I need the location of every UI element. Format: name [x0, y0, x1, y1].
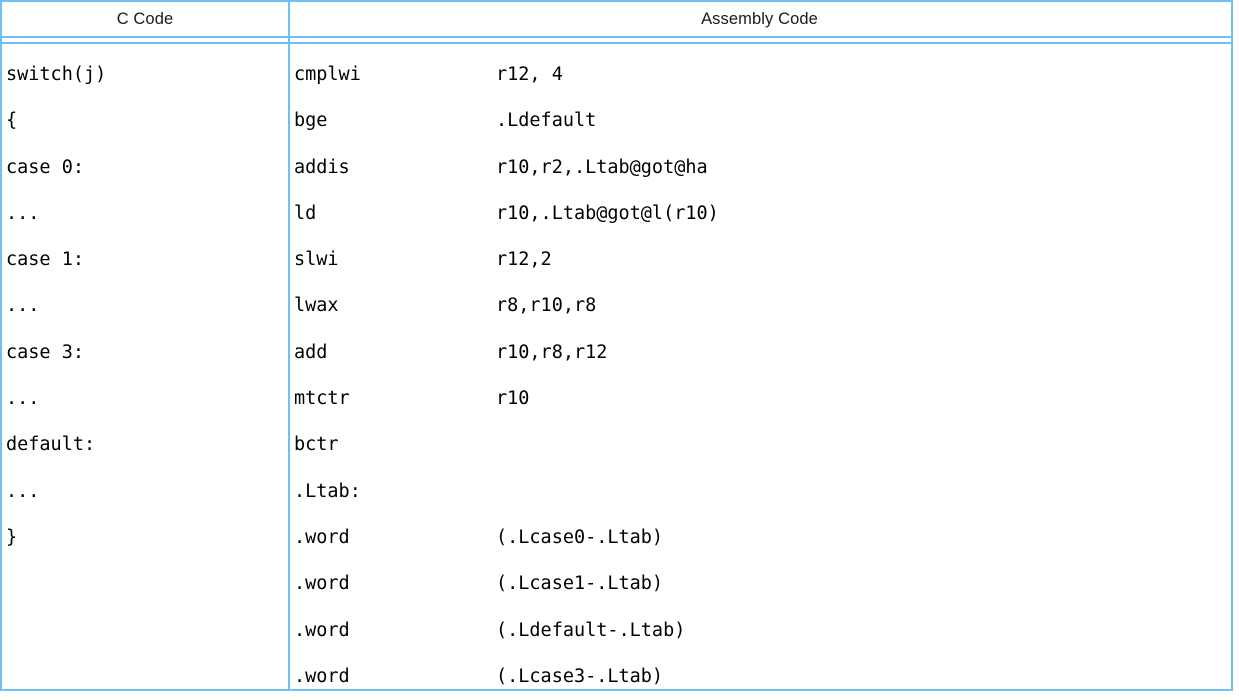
- c-code-line: switch(j): [6, 64, 107, 85]
- c-code-line: ...: [6, 202, 40, 224]
- c-code-line: case 3:: [6, 341, 84, 363]
- c-code-line: ...: [6, 295, 40, 317]
- header-rule-lower: [2, 42, 1231, 44]
- c-code-line: default:: [6, 434, 96, 456]
- assembly-line: bge .Ldefault: [294, 98, 1231, 144]
- c-code-line-empty: [6, 561, 288, 607]
- assembly-mnemonic: .word: [294, 619, 350, 641]
- assembly-line: mtctr r10: [294, 376, 1231, 422]
- column-header-c-code: C Code: [116, 9, 174, 28]
- assembly-operand: (.Lcase1-.Ltab): [496, 573, 664, 595]
- c-code-line-empty: [6, 608, 288, 654]
- assembly-line: .word (.Ldefault-.Ltab): [294, 608, 1231, 654]
- assembly-mnemonic: mtctr: [294, 388, 350, 410]
- assembly-mnemonic: lwax: [294, 295, 339, 317]
- assembly-mnemonic: bge: [294, 110, 328, 132]
- assembly-operand: [496, 422, 1231, 468]
- assembly-line: lwax r8,r10,r8: [294, 283, 1231, 329]
- assembly-operand: r8,r10,r8: [496, 295, 597, 317]
- assembly-mnemonic: cmplwi: [294, 64, 361, 85]
- assembly-operand: r12, 4: [496, 64, 563, 85]
- assembly-line: addis r10,r2,.Ltab@got@ha: [294, 145, 1231, 191]
- column-header-assembly-code: Assembly Code: [701, 9, 818, 28]
- assembly-operand: r12,2: [496, 249, 552, 271]
- c-code-line-empty: [6, 654, 288, 700]
- table-body: switch(j) { case 0: ... case 1: ... case…: [2, 44, 1231, 689]
- table-header-row: C Code Assembly Code: [2, 2, 1231, 36]
- c-code-line: {: [6, 110, 18, 132]
- column-divider: [288, 2, 290, 689]
- assembly-operand: (.Ldefault-.Ltab): [496, 619, 686, 641]
- assembly-line: .word (.Lcase0-.Ltab): [294, 515, 1231, 561]
- assembly-line: bctr: [294, 422, 1231, 468]
- assembly-operand: r10,.Ltab@got@l(r10): [496, 202, 719, 224]
- assembly-operand: r10: [496, 388, 530, 410]
- assembly-operand: r10,r8,r12: [496, 341, 608, 363]
- c-code-line: ...: [6, 388, 40, 410]
- assembly-mnemonic: bctr: [294, 434, 339, 456]
- c-code-line: case 1:: [6, 249, 84, 271]
- c-code-column: switch(j) { case 0: ... case 1: ... case…: [2, 44, 288, 689]
- header-rule-upper: [2, 36, 1231, 38]
- assembly-line: ld r10,.Ltab@got@l(r10): [294, 191, 1231, 237]
- c-code-line: case 0:: [6, 156, 84, 178]
- assembly-mnemonic: add: [294, 341, 328, 363]
- assembly-mnemonic: addis: [294, 156, 350, 178]
- c-code-line: }: [6, 526, 18, 548]
- c-code-line: ...: [6, 480, 40, 502]
- assembly-line: .Ltab:: [294, 469, 1231, 515]
- assembly-line: slwi r12,2: [294, 237, 1231, 283]
- assembly-line: cmplwi r12, 4: [294, 52, 1231, 98]
- assembly-mnemonic: .word: [294, 665, 350, 687]
- assembly-mnemonic: slwi: [294, 249, 339, 271]
- assembly-mnemonic: .word: [294, 573, 350, 595]
- assembly-operand: r10,r2,.Ltab@got@ha: [496, 156, 708, 178]
- assembly-code-column: cmplwi r12, 4 bge .Ldefault addis r10,r2…: [288, 44, 1231, 689]
- assembly-line: add r10,r8,r12: [294, 330, 1231, 376]
- assembly-operand: .Ldefault: [496, 110, 597, 132]
- assembly-mnemonic: .word: [294, 526, 350, 548]
- assembly-mnemonic: .Ltab:: [294, 480, 361, 502]
- assembly-operand: [496, 469, 1231, 515]
- assembly-operand: (.Lcase3-.Ltab): [496, 665, 664, 687]
- assembly-mnemonic: ld: [294, 202, 317, 224]
- assembly-operand: (.Lcase0-.Ltab): [496, 526, 664, 548]
- assembly-line: .word (.Lcase1-.Ltab): [294, 561, 1231, 607]
- assembly-line: .word (.Lcase3-.Ltab): [294, 654, 1231, 700]
